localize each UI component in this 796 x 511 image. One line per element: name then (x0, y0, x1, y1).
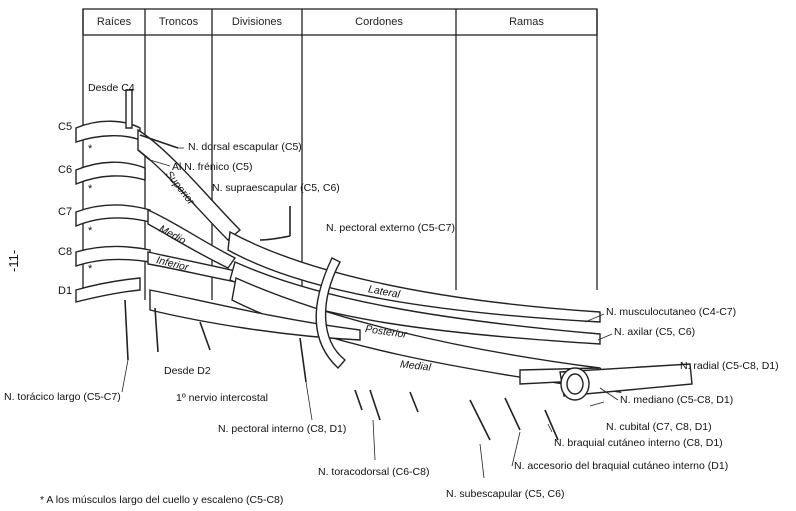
label-intercostal: 1º nervio intercostal (176, 392, 268, 404)
svg-text:*: * (88, 225, 93, 237)
label-cubital: N. cubital (C7, C8, D1) (606, 421, 712, 433)
column-header-raices: Raíces (83, 9, 145, 35)
column-header-ramas: Ramas (456, 9, 597, 35)
label-desde-c4: Desde C4 (88, 82, 135, 94)
root-label-c6: C6 (58, 164, 72, 176)
label-radial: N. radial (C5-C8, D1) (680, 360, 779, 372)
label-axilar: N. axilar (C5, C6) (614, 326, 695, 338)
column-header-divisiones: Divisiones (212, 9, 302, 35)
svg-text:*: * (88, 183, 93, 195)
svg-text:*: * (88, 143, 93, 155)
root-label-c5: C5 (58, 121, 72, 133)
label-supraescapular: N. supraescapular (C5, C6) (212, 182, 340, 194)
label-mediano: N. mediano (C5-C8, D1) (620, 394, 733, 406)
footnote: * A los músculos largo del cuello y esca… (40, 494, 283, 506)
column-header-troncos: Troncos (145, 9, 212, 35)
label-accesorio: N. accesorio del braquial cutáneo intern… (514, 460, 728, 472)
page-number: -11- (6, 250, 21, 272)
svg-text:*: * (88, 263, 93, 275)
label-braquial-cutaneo: N. braquial cutáneo interno (C8, D1) (554, 437, 723, 449)
label-musculocutaneo: N. musculocutaneo (C4-C7) (606, 306, 736, 318)
column-header-cordones: Cordones (302, 9, 456, 35)
label-subescapular: N. subescapular (C5, C6) (446, 488, 564, 500)
root-label-d1: D1 (58, 285, 72, 297)
label-frenico: Al N. frénico (C5) (172, 161, 253, 173)
label-dorsal-escapular: N. dorsal escapular (C5) (188, 141, 302, 153)
label-pectoral-externo: N. pectoral externo (C5-C7) (326, 222, 455, 234)
root-label-c7: C7 (58, 206, 72, 218)
root-label-c8: C8 (58, 246, 72, 258)
label-toracico-largo: N. torácico largo (C5-C7) (4, 391, 121, 403)
label-pectoral-interno: N. pectoral interno (C8, D1) (218, 423, 346, 435)
label-toracodorsal: N. toracodorsal (C6-C8) (318, 466, 429, 478)
label-desde-d2: Desde D2 (164, 365, 211, 377)
